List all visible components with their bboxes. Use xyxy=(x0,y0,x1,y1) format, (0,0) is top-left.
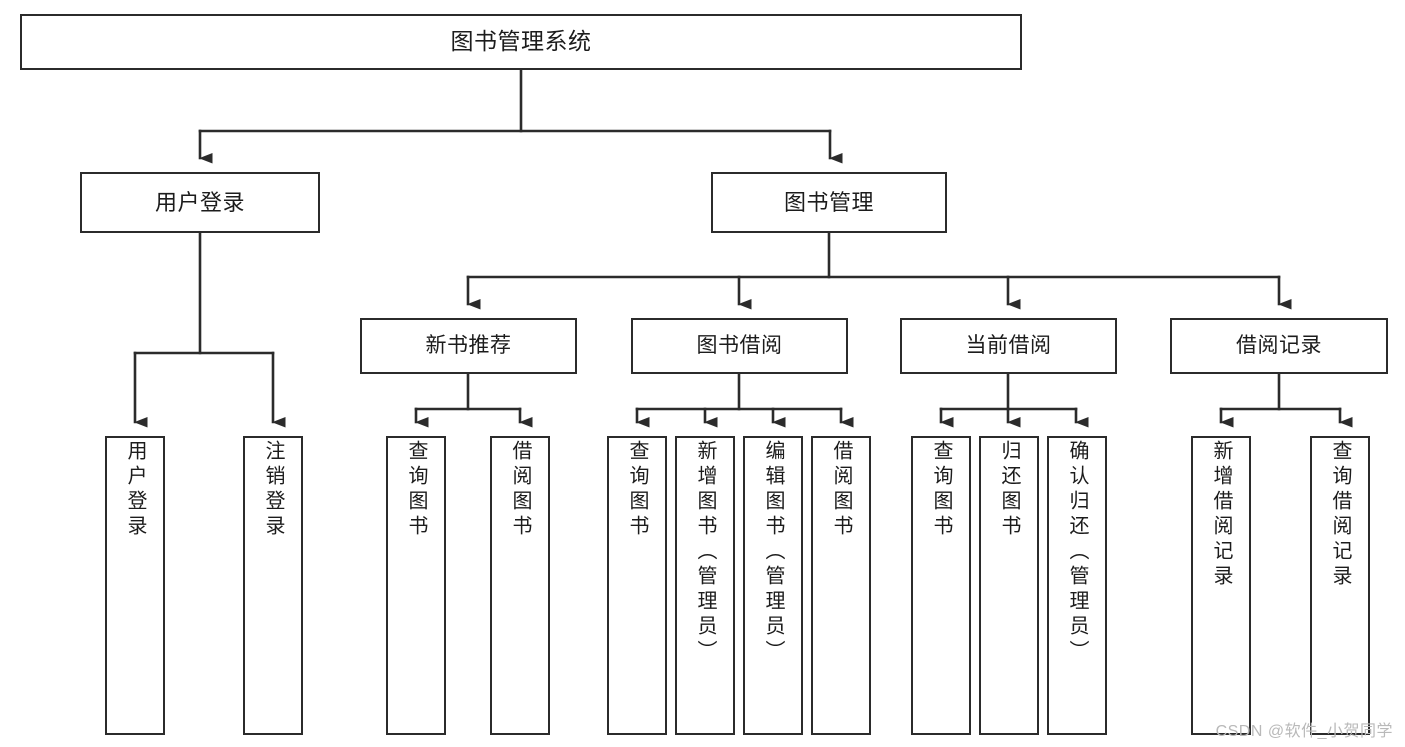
node-new-book-rec-label: 新书推荐 xyxy=(425,333,512,357)
node-leaf-user-login-label: 用户登录 xyxy=(124,440,146,540)
node-borrow-record[interactable]: 借阅记录 xyxy=(1170,318,1388,374)
node-leaf-query-book-2[interactable]: 查询图书 xyxy=(607,436,667,735)
node-leaf-add-book[interactable]: 新增图书（管理员） xyxy=(675,436,735,735)
node-leaf-query-book-1-label: 查询图书 xyxy=(405,440,427,540)
node-leaf-borrow-book-1-label: 借阅图书 xyxy=(509,440,531,540)
node-leaf-borrow-book-2-label: 借阅图书 xyxy=(830,440,852,540)
node-leaf-user-logout-label: 注销登录 xyxy=(262,440,284,540)
node-current-borrow-label: 当前借阅 xyxy=(965,333,1052,357)
node-user-login[interactable]: 用户登录 xyxy=(80,172,320,233)
node-leaf-return-book-label: 归还图书 xyxy=(998,440,1020,540)
node-leaf-edit-book-label: 编辑图书（管理员） xyxy=(762,440,784,665)
node-book-manage-label: 图书管理 xyxy=(783,189,874,215)
watermark-text: CSDN @软件_小贺同学 xyxy=(1215,723,1393,740)
node-new-book-rec[interactable]: 新书推荐 xyxy=(360,318,577,374)
node-leaf-confirm-return[interactable]: 确认归还（管理员） xyxy=(1047,436,1107,735)
node-user-login-label: 用户登录 xyxy=(154,189,245,215)
node-leaf-query-book-2-label: 查询图书 xyxy=(626,440,648,540)
node-book-borrow-label: 图书借阅 xyxy=(696,333,783,357)
node-leaf-edit-book[interactable]: 编辑图书（管理员） xyxy=(743,436,803,735)
node-leaf-user-logout[interactable]: 注销登录 xyxy=(243,436,303,735)
node-current-borrow[interactable]: 当前借阅 xyxy=(900,318,1117,374)
node-leaf-query-book-3[interactable]: 查询图书 xyxy=(911,436,971,735)
node-leaf-add-record-label: 新增借阅记录 xyxy=(1210,440,1232,590)
node-root-system-label: 图书管理系统 xyxy=(450,28,592,55)
node-leaf-confirm-return-label: 确认归还（管理员） xyxy=(1066,440,1088,665)
node-book-borrow[interactable]: 图书借阅 xyxy=(631,318,848,374)
node-leaf-borrow-book-2[interactable]: 借阅图书 xyxy=(811,436,871,735)
node-leaf-add-book-label: 新增图书（管理员） xyxy=(694,440,716,665)
node-leaf-query-book-3-label: 查询图书 xyxy=(930,440,952,540)
node-leaf-query-book-1[interactable]: 查询图书 xyxy=(386,436,446,735)
node-leaf-return-book[interactable]: 归还图书 xyxy=(979,436,1039,735)
node-leaf-query-record[interactable]: 查询借阅记录 xyxy=(1310,436,1370,735)
node-leaf-add-record[interactable]: 新增借阅记录 xyxy=(1191,436,1251,735)
node-borrow-record-label: 借阅记录 xyxy=(1236,333,1322,357)
node-root-system[interactable]: 图书管理系统 xyxy=(20,14,1022,70)
node-leaf-borrow-book-1[interactable]: 借阅图书 xyxy=(490,436,550,735)
node-book-manage[interactable]: 图书管理 xyxy=(711,172,947,233)
node-leaf-query-record-label: 查询借阅记录 xyxy=(1329,440,1351,590)
node-leaf-user-login[interactable]: 用户登录 xyxy=(105,436,165,735)
